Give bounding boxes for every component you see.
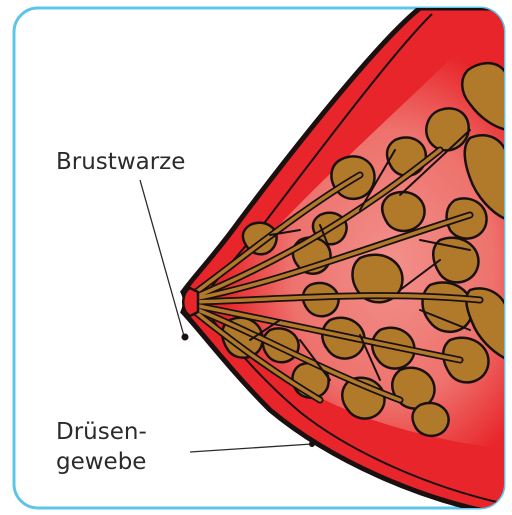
label-glandular-tissue-line1: Drüsen- (56, 417, 147, 447)
gland-leader-dot (309, 441, 315, 447)
label-glandular-tissue: Drüsen- gewebe (56, 417, 147, 477)
nipple (183, 288, 198, 316)
label-nipple: Brustwarze (56, 147, 185, 177)
label-glandular-tissue-line2: gewebe (56, 447, 147, 477)
nipple-leader-dot (182, 334, 189, 341)
